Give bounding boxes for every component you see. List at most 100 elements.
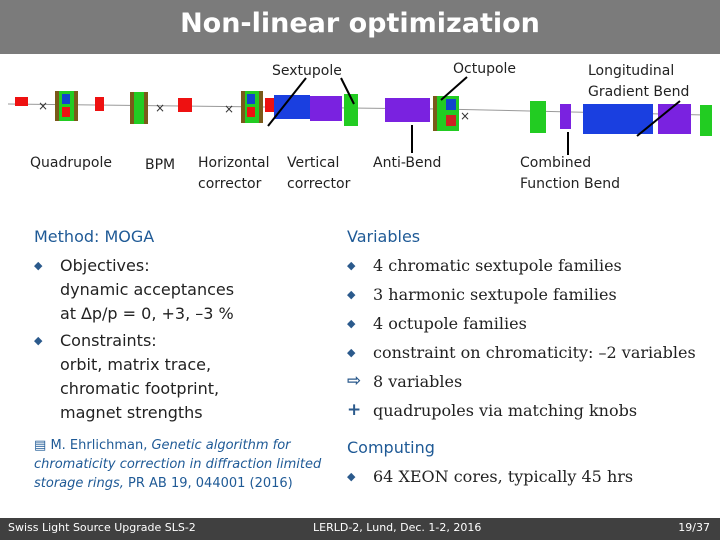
title-bar (0, 0, 720, 54)
lgb-magnet (310, 96, 342, 121)
variable-item: ◆ 4 chromatic sextupole families (347, 251, 717, 280)
bullet-icon: ◆ (347, 288, 356, 301)
sextupole-magnet (530, 101, 546, 133)
vertical-corrector-magnet (74, 91, 78, 121)
footer-center: LERLD-2, Lund, Dec. 1-2, 2016 (313, 521, 482, 534)
variable-text: 4 octupole families (373, 314, 527, 333)
variables-heading: Variables (347, 227, 421, 246)
quadrupole-magnet (178, 98, 192, 112)
constraints-label: Constraints: (60, 331, 157, 350)
variable-item: ◆ constraint on chromaticity: –2 variable… (347, 338, 717, 367)
variables-column: Variables ◆ 4 chromatic sextupole familie… (347, 222, 717, 491)
vertical-corrector-magnet (259, 91, 263, 123)
lattice-schematic: × × × × (7, 76, 712, 155)
label-octupole: Octupole (453, 61, 517, 77)
horizontal-corrector-magnet (241, 91, 245, 123)
bullet-icon: ◆ (347, 346, 356, 359)
sextupole-magnet (344, 94, 358, 126)
label-anti-bend: Anti-Bend (373, 155, 442, 171)
plus-item: + quadrupoles via matching knobs (347, 396, 717, 425)
label-vertical-corrector: Vertical corrector (287, 153, 350, 195)
objectives-line: at ∆p/p = 0, +3, –3 % (60, 304, 234, 323)
reference: ▤ M. Ehrlichman, Genetic algorithm for c… (34, 436, 334, 493)
label-quadrupole: Quadrupole (30, 155, 112, 171)
objectives-text: Objectives: dynamic acceptances at ∆p/p … (60, 251, 234, 326)
bullet-icon: ◆ (347, 317, 356, 330)
constraints-line: magnet strengths (60, 403, 203, 422)
anti-bend-magnet (385, 98, 430, 122)
bpm-marker: × (224, 102, 234, 116)
variable-item: ◆ 3 harmonic sextupole families (347, 280, 717, 309)
label-bpm: BPM (145, 157, 176, 173)
slide-title: Non-linear optimization (180, 8, 540, 39)
lgb-magnet (658, 104, 691, 134)
label-sextupole: Sextupole (272, 63, 342, 79)
computing-text: 64 XEON cores, typically 45 hrs (373, 467, 634, 486)
label-line: Function Bend (520, 176, 620, 192)
bend-magnet (619, 104, 653, 134)
reference-journal: PR AB 19, 044001 (2016) (128, 476, 293, 491)
plus-text: quadrupoles via matching knobs (373, 401, 638, 420)
bullet-icon: ◆ (34, 259, 43, 272)
label-combined-function-bend: Combined Function Bend (520, 153, 620, 195)
reference-title: Genetic algorithm for chromaticity corre… (34, 438, 322, 491)
bend-magnet (274, 95, 310, 119)
label-line: corrector (198, 176, 262, 192)
constraints-line: chromatic footprint, (60, 379, 220, 398)
bullet-icon: ◆ (347, 259, 356, 272)
label-horizontal-corrector: Horizontal corrector (198, 153, 269, 195)
bullet-icon: ◆ (34, 334, 43, 347)
combined-function-bend (560, 104, 571, 129)
quadrupole-magnet (95, 97, 104, 111)
objectives-line: dynamic acceptances (60, 280, 235, 299)
objectives-label: Objectives: (60, 256, 150, 275)
label-line: Vertical (287, 155, 340, 171)
method-column: Method: MOGA ◆ Objectives: dynamic accep… (34, 222, 334, 425)
sextupole-magnet (134, 92, 144, 124)
vertical-corrector-magnet (144, 92, 148, 124)
quadrupole-magnet (15, 97, 28, 106)
quadrupole-magnet (247, 107, 255, 117)
variable-text: 4 chromatic sextupole families (373, 256, 622, 275)
computing-heading: Computing (347, 438, 435, 457)
horizontal-corrector-magnet (130, 92, 134, 124)
objectives-item: ◆ Objectives: dynamic acceptances at ∆p/… (34, 251, 334, 326)
label-line: Horizontal (198, 155, 270, 171)
plus-icon: + (347, 400, 362, 420)
bpm-block (247, 94, 255, 104)
result-item: ⇨ 8 variables (347, 367, 717, 396)
bpm-marker: × (155, 101, 165, 115)
label-longitudinal-gradient-bend: Longitudinal Gradient Bend (588, 61, 689, 103)
label-line: corrector (287, 176, 351, 192)
bpm-block (62, 94, 70, 104)
reference-authors: M. Ehrlichman, (50, 438, 148, 453)
bpm-block (446, 99, 456, 110)
pointer-lines (267, 76, 681, 155)
footer-bar: Swiss Light Source Upgrade SLS-2 LERLD-2… (0, 518, 720, 540)
constraints-line: orbit, matrix trace, (60, 355, 212, 374)
page-number: 19/37 (678, 521, 710, 534)
bpm-marker: × (38, 99, 48, 113)
variable-item: ◆ 4 octupole families (347, 309, 717, 338)
label-line: Longitudinal (588, 63, 675, 79)
label-line: Combined (520, 155, 592, 171)
label-line: Gradient Bend (588, 84, 690, 100)
bpm-marker: × (460, 109, 470, 123)
quadrupole-magnet (62, 107, 70, 117)
computing-item: ◆ 64 XEON cores, typically 45 hrs (347, 462, 717, 491)
sextupole-magnet (700, 105, 712, 136)
result-text: 8 variables (373, 372, 463, 391)
footer-left: Swiss Light Source Upgrade SLS-2 (8, 521, 196, 534)
quadrupole-magnet (265, 98, 275, 112)
variable-text: 3 harmonic sextupole families (373, 285, 617, 304)
constraints-item: ◆ Constraints: orbit, matrix trace, chro… (34, 326, 334, 425)
bullet-icon: ◆ (347, 470, 356, 483)
bend-magnet (583, 104, 619, 134)
horizontal-corrector-magnet (55, 91, 59, 121)
constraints-text: Constraints: orbit, matrix trace, chroma… (60, 326, 219, 425)
arrow-icon: ⇨ (347, 371, 362, 391)
method-heading: Method: MOGA (34, 227, 155, 246)
document-icon: ▤ (34, 438, 47, 453)
variable-text: constraint on chromaticity: –2 variables (373, 343, 696, 362)
octupole-magnet (446, 115, 456, 126)
